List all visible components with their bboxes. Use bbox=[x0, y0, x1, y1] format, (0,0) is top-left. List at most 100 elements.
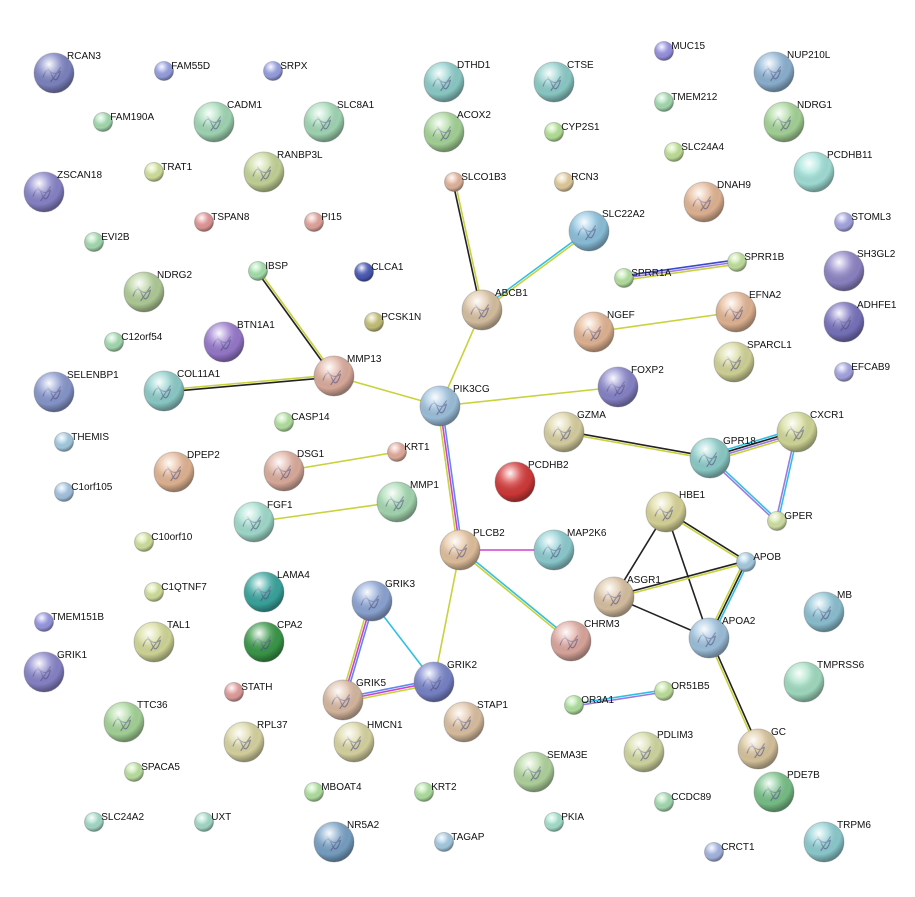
node-cxcr1[interactable]: CXCR1 bbox=[776, 410, 844, 453]
node-hbe1[interactable]: HBE1 bbox=[645, 490, 706, 533]
node-foxp2[interactable]: FOXP2 bbox=[597, 365, 664, 408]
edge-abcb1-slco1b3[interactable] bbox=[452, 181, 484, 311]
node-sprr1a[interactable]: SPRR1A bbox=[614, 268, 672, 288]
node-sema3e[interactable]: SEMA3E bbox=[513, 750, 588, 793]
node-grik2[interactable]: GRIK2 bbox=[413, 660, 477, 703]
node-slc24a4[interactable]: SLC24A4 bbox=[664, 142, 725, 162]
edge-mmp13-col11a1[interactable] bbox=[163, 374, 335, 393]
node-c10orf10[interactable]: C10orf10 bbox=[134, 532, 193, 552]
node-efna2[interactable]: EFNA2 bbox=[715, 290, 782, 333]
edge-or3a1-or51b5[interactable] bbox=[573, 689, 665, 707]
node-acox2[interactable]: ACOX2 bbox=[423, 110, 491, 153]
edge-pik3cg-foxp2[interactable] bbox=[439, 386, 619, 407]
node-stath[interactable]: STATH bbox=[224, 682, 273, 702]
node-fam55d[interactable]: FAM55D bbox=[154, 61, 211, 81]
node-grik3[interactable]: GRIK3 bbox=[351, 579, 415, 622]
node-zscan18[interactable]: ZSCAN18 bbox=[23, 170, 102, 213]
node-dnah9[interactable]: DNAH9 bbox=[683, 180, 751, 223]
node-ndrg1[interactable]: NDRG1 bbox=[763, 100, 832, 143]
node-slc24a2[interactable]: SLC24A2 bbox=[84, 812, 145, 832]
edge-ngef-efna2[interactable] bbox=[593, 311, 737, 333]
edge-asgr1-apob[interactable] bbox=[613, 560, 747, 599]
node-pcdhb2[interactable]: PCDHB2 bbox=[494, 460, 569, 503]
edge-hbe1-apoa2[interactable] bbox=[665, 511, 710, 639]
edge-plcb2-grik2[interactable] bbox=[433, 549, 461, 683]
node-sparcl1[interactable]: SPARCL1 bbox=[713, 340, 792, 383]
node-stoml3[interactable]: STOML3 bbox=[834, 212, 892, 232]
node-ranbp3l[interactable]: RANBP3L bbox=[243, 150, 323, 193]
node-krt2[interactable]: KRT2 bbox=[414, 782, 458, 802]
edge-pik3cg-plcb2[interactable] bbox=[437, 405, 463, 551]
node-adhfe1[interactable]: ADHFE1 bbox=[823, 300, 897, 343]
node-themis[interactable]: THEMIS bbox=[54, 432, 110, 452]
node-c1orf105[interactable]: C1orf105 bbox=[54, 482, 113, 502]
edge-mmp13-ibsp[interactable] bbox=[256, 269, 336, 378]
node-mmp13[interactable]: MMP13 bbox=[313, 354, 382, 397]
edge-mmp1-fgf1[interactable] bbox=[253, 501, 398, 523]
node-stap1[interactable]: STAP1 bbox=[443, 700, 508, 743]
node-cadm1[interactable]: CADM1 bbox=[193, 100, 262, 143]
node-fam190a[interactable]: FAM190A bbox=[93, 112, 155, 132]
node-plcb2[interactable]: PLCB2 bbox=[439, 528, 505, 571]
node-nup210l[interactable]: NUP210L bbox=[753, 50, 831, 93]
node-mboat4[interactable]: MBOAT4 bbox=[304, 782, 363, 802]
node-pcsk1n[interactable]: PCSK1N bbox=[364, 312, 422, 332]
node-apoa2[interactable]: APOA2 bbox=[688, 616, 756, 659]
node-efcab9[interactable]: EFCAB9 bbox=[834, 362, 891, 382]
node-sprr1b[interactable]: SPRR1B bbox=[727, 252, 785, 272]
node-gc[interactable]: GC bbox=[737, 727, 786, 770]
node-crct1[interactable]: CRCT1 bbox=[704, 842, 755, 862]
node-abcb1[interactable]: ABCB1 bbox=[461, 288, 528, 331]
node-pdlim3[interactable]: PDLIM3 bbox=[623, 730, 694, 773]
node-rpl37[interactable]: RPL37 bbox=[223, 720, 288, 763]
node-cyp2s1[interactable]: CYP2S1 bbox=[544, 122, 601, 142]
node-dthd1[interactable]: DTHD1 bbox=[423, 60, 491, 103]
node-tagap[interactable]: TAGAP bbox=[434, 832, 485, 852]
node-btn1a1[interactable]: BTN1A1 bbox=[203, 320, 275, 363]
node-pcdhb11[interactable]: PCDHB11 bbox=[793, 150, 873, 193]
node-ttc36[interactable]: TTC36 bbox=[103, 700, 168, 743]
node-rcan3[interactable]: RCAN3 bbox=[33, 51, 101, 94]
node-ccdc89[interactable]: CCDC89 bbox=[654, 792, 712, 812]
node-chrm3[interactable]: CHRM3 bbox=[550, 619, 620, 662]
node-rcn3[interactable]: RCN3 bbox=[554, 172, 599, 192]
node-ngef[interactable]: NGEF bbox=[573, 310, 635, 353]
node-selenbp1[interactable]: SELENBP1 bbox=[33, 370, 119, 413]
edge-abcb1-slc22a2[interactable] bbox=[480, 229, 591, 312]
node-nr5a2[interactable]: NR5A2 bbox=[313, 820, 380, 863]
node-dsg1[interactable]: DSG1 bbox=[263, 449, 325, 492]
node-pde7b[interactable]: PDE7B bbox=[753, 770, 820, 813]
node-slco1b3[interactable]: SLCO1B3 bbox=[444, 172, 507, 192]
node-spaca5[interactable]: SPACA5 bbox=[124, 762, 181, 782]
node-grik1[interactable]: GRIK1 bbox=[23, 650, 87, 693]
node-hmcn1[interactable]: HMCN1 bbox=[333, 720, 403, 763]
node-or3a1[interactable]: OR3A1 bbox=[564, 695, 615, 715]
node-slc22a2[interactable]: SLC22A2 bbox=[568, 209, 645, 252]
node-fgf1[interactable]: FGF1 bbox=[233, 500, 293, 543]
node-c12orf54[interactable]: C12orf54 bbox=[104, 332, 163, 352]
node-clca1[interactable]: CLCA1 bbox=[354, 262, 404, 282]
node-tspan8[interactable]: TSPAN8 bbox=[194, 212, 250, 232]
node-ndrg2[interactable]: NDRG2 bbox=[123, 270, 192, 313]
node-dpep2[interactable]: DPEP2 bbox=[153, 450, 220, 493]
node-slc8a1[interactable]: SLC8A1 bbox=[303, 100, 375, 143]
node-trpm6[interactable]: TRPM6 bbox=[803, 820, 871, 863]
node-tal1[interactable]: TAL1 bbox=[133, 620, 191, 663]
node-gper[interactable]: GPER bbox=[767, 511, 813, 531]
node-mb[interactable]: MB bbox=[803, 590, 852, 633]
node-grik5[interactable]: GRIK5 bbox=[322, 678, 386, 721]
node-cpa2[interactable]: CPA2 bbox=[243, 620, 303, 663]
node-or51b5[interactable]: OR51B5 bbox=[654, 681, 711, 701]
node-apob[interactable]: APOB bbox=[736, 552, 782, 572]
node-muc15[interactable]: MUC15 bbox=[654, 41, 706, 61]
node-casp14[interactable]: CASP14 bbox=[274, 412, 331, 432]
edge-sprr1a-sprr1b[interactable] bbox=[623, 259, 738, 281]
edge-gzma-gpr18[interactable] bbox=[563, 430, 711, 460]
node-gpr18[interactable]: GPR18 bbox=[689, 436, 756, 479]
node-lama4[interactable]: LAMA4 bbox=[243, 570, 310, 613]
node-tmem212[interactable]: TMEM212 bbox=[654, 92, 718, 112]
node-col11a1[interactable]: COL11A1 bbox=[143, 369, 221, 412]
node-pi15[interactable]: PI15 bbox=[304, 212, 343, 232]
node-pik3cg[interactable]: PIK3CG bbox=[419, 384, 490, 427]
node-tmem151b[interactable]: TMEM151B bbox=[34, 612, 105, 632]
